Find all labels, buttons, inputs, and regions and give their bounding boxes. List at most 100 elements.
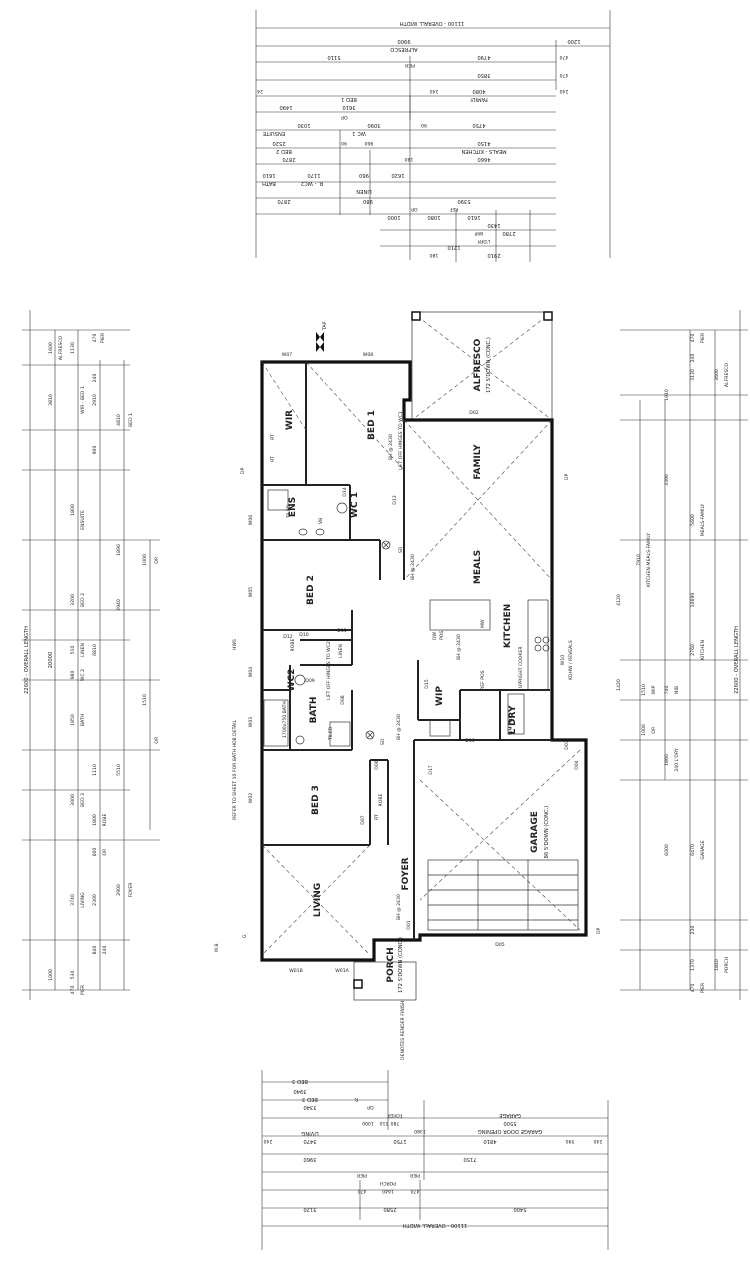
top-label-ensuite: ENSUITE: [263, 130, 285, 136]
top-dim: 960: [359, 172, 369, 178]
left-dim-texts: 22600 - OVERALL LENGTH 20000 1600 ALFRES…: [24, 332, 160, 995]
left-dim: 3740: [70, 894, 76, 906]
right-label: PORCH: [724, 957, 730, 973]
top-dim: 1080: [427, 214, 440, 220]
shower: [329, 721, 351, 747]
bottom-label-op: OP.: [366, 1104, 373, 1110]
right-overall-length: 22600 - OVERALL LENGTH: [734, 626, 740, 694]
room-bed2: BED 2: [306, 575, 316, 605]
left-label: ENSUITE: [80, 510, 86, 530]
door-d17: D17: [428, 765, 434, 774]
bh-label: BH @ 2430: [388, 434, 394, 460]
left-dim: 5510: [116, 764, 122, 776]
ref-pos-label: REF POS: [480, 670, 486, 690]
mb-label: M.B: [214, 943, 220, 952]
window-w07: W07: [282, 352, 292, 358]
bath-size-label: 1700x750 BATH: [282, 701, 288, 738]
window-w04: W04: [248, 667, 254, 677]
right-dim: 1840: [714, 959, 720, 971]
right-dim: 3130: [690, 369, 696, 381]
ceiling-line: [403, 419, 553, 581]
window-w02: W02: [248, 793, 254, 803]
left-dimension-block: 22600 - OVERALL LENGTH 20000 1600 ALFRES…: [22, 310, 160, 1000]
left-dim: 1850: [70, 714, 76, 726]
room-bed1: BED 1: [367, 410, 377, 440]
room-family: FAMILY: [473, 444, 483, 480]
top-dim: 9900: [397, 38, 410, 44]
top-dim: 2910: [487, 252, 500, 258]
render-finish-note: DENOTES RENDER FINISH: [400, 1001, 406, 1060]
top-dim: 4790: [477, 54, 490, 60]
top-dim: 1620: [391, 172, 404, 178]
left-dim: 840: [92, 946, 98, 955]
left-label: PIER: [80, 984, 86, 995]
window-w06: W06: [248, 515, 254, 525]
bottom-label-r: R.: [354, 1096, 359, 1102]
top-dimension-block: 11100 - OVERALL WIDTH 9900 1200 ALFRESCO…: [255, 10, 611, 262]
door-d02: D02: [469, 410, 478, 416]
top-dim: 470: [560, 54, 569, 60]
room-labels: ALFRESCO 172 S'DOWN (CONC.) FAMILY MEALS…: [285, 337, 550, 993]
top-dim: 5390: [457, 198, 470, 204]
top-label-bed2: BED 2: [276, 148, 292, 154]
top-dim: 1430: [487, 222, 500, 228]
bottom-dim: 780: [391, 1120, 400, 1126]
floor-plan: TAP ALFRESCO 172 S'DOWN (CONC.) FAMILY M…: [214, 311, 602, 1060]
right-dim: 6000: [664, 844, 670, 856]
washer-pos: [507, 693, 525, 735]
bottom-dim: 3940: [293, 1088, 306, 1094]
basin: [295, 735, 305, 745]
window-w05: W05: [248, 587, 254, 597]
annotation-labels: DP DP DP HWS M.B G SD SD TILED TILED VB …: [214, 411, 602, 1060]
left-label: OP.: [154, 556, 160, 563]
top-dim: 3090: [367, 122, 380, 128]
kdhw-label: KDHW / REVEALS: [568, 640, 574, 680]
right-dim: 470: [690, 984, 696, 993]
top-dim: 4150: [477, 140, 490, 146]
right-dim: 470: [690, 334, 696, 343]
top-dim: 470: [560, 72, 569, 78]
top-dim: 980: [363, 198, 373, 204]
left-label: BED 2: [80, 593, 86, 607]
left-dim: 1110: [92, 764, 98, 776]
left-dim: 1000: [48, 969, 54, 981]
right-dim-texts: 22600 - OVERALL LENGTH 470 PIER 240 1910…: [616, 332, 740, 993]
bottom-dim: 1640: [382, 1188, 394, 1194]
bottom-dim: 3470: [303, 1138, 316, 1144]
left-dim: 3000: [70, 794, 76, 806]
right-dim: 1370: [690, 959, 696, 971]
porch-slab: [353, 961, 417, 1001]
left-dim: 1510: [142, 694, 148, 706]
right-dim: 1000: [641, 724, 647, 736]
room-wip: WIP: [435, 686, 445, 706]
right-dim: 7910: [636, 554, 642, 566]
top-dim: 180: [405, 156, 414, 162]
left-label: OP.: [102, 848, 108, 855]
left-dim: 1890: [116, 544, 122, 556]
top-label-ldry: L'DRY: [477, 238, 490, 244]
right-dim: 3600: [714, 369, 720, 381]
bh-label: BH @ 2430: [396, 894, 402, 920]
right-label: NIB: [674, 686, 680, 694]
top-dim: 90: [421, 122, 427, 128]
left-dim: 2300: [92, 894, 98, 906]
left-label: BATH: [80, 714, 86, 726]
top-dim: 2870: [282, 156, 295, 162]
left-dim: 470: [92, 334, 98, 343]
left-dim: 470: [70, 986, 76, 995]
left-dim: 530: [70, 971, 76, 980]
room-wc2: WC2: [287, 669, 297, 692]
top-dim: 3850: [477, 72, 490, 78]
top-label-op: OP.: [340, 114, 347, 120]
room-ens: ENS: [288, 497, 298, 517]
window-w08: W08: [363, 352, 373, 358]
top-dim: 1170: [307, 172, 320, 178]
smoke-detector-icon: [365, 730, 375, 740]
left-dim: 6810: [92, 644, 98, 656]
left-label: BED 3: [80, 793, 86, 807]
window-w10: W10: [560, 655, 566, 665]
top-label-wip: WIP: [474, 230, 483, 236]
left-label: FOYER: [128, 882, 134, 898]
bottom-dim: 5500: [503, 1120, 516, 1126]
bottom-overall-width: 11100 - OVERALL WIDTH: [403, 1222, 468, 1228]
